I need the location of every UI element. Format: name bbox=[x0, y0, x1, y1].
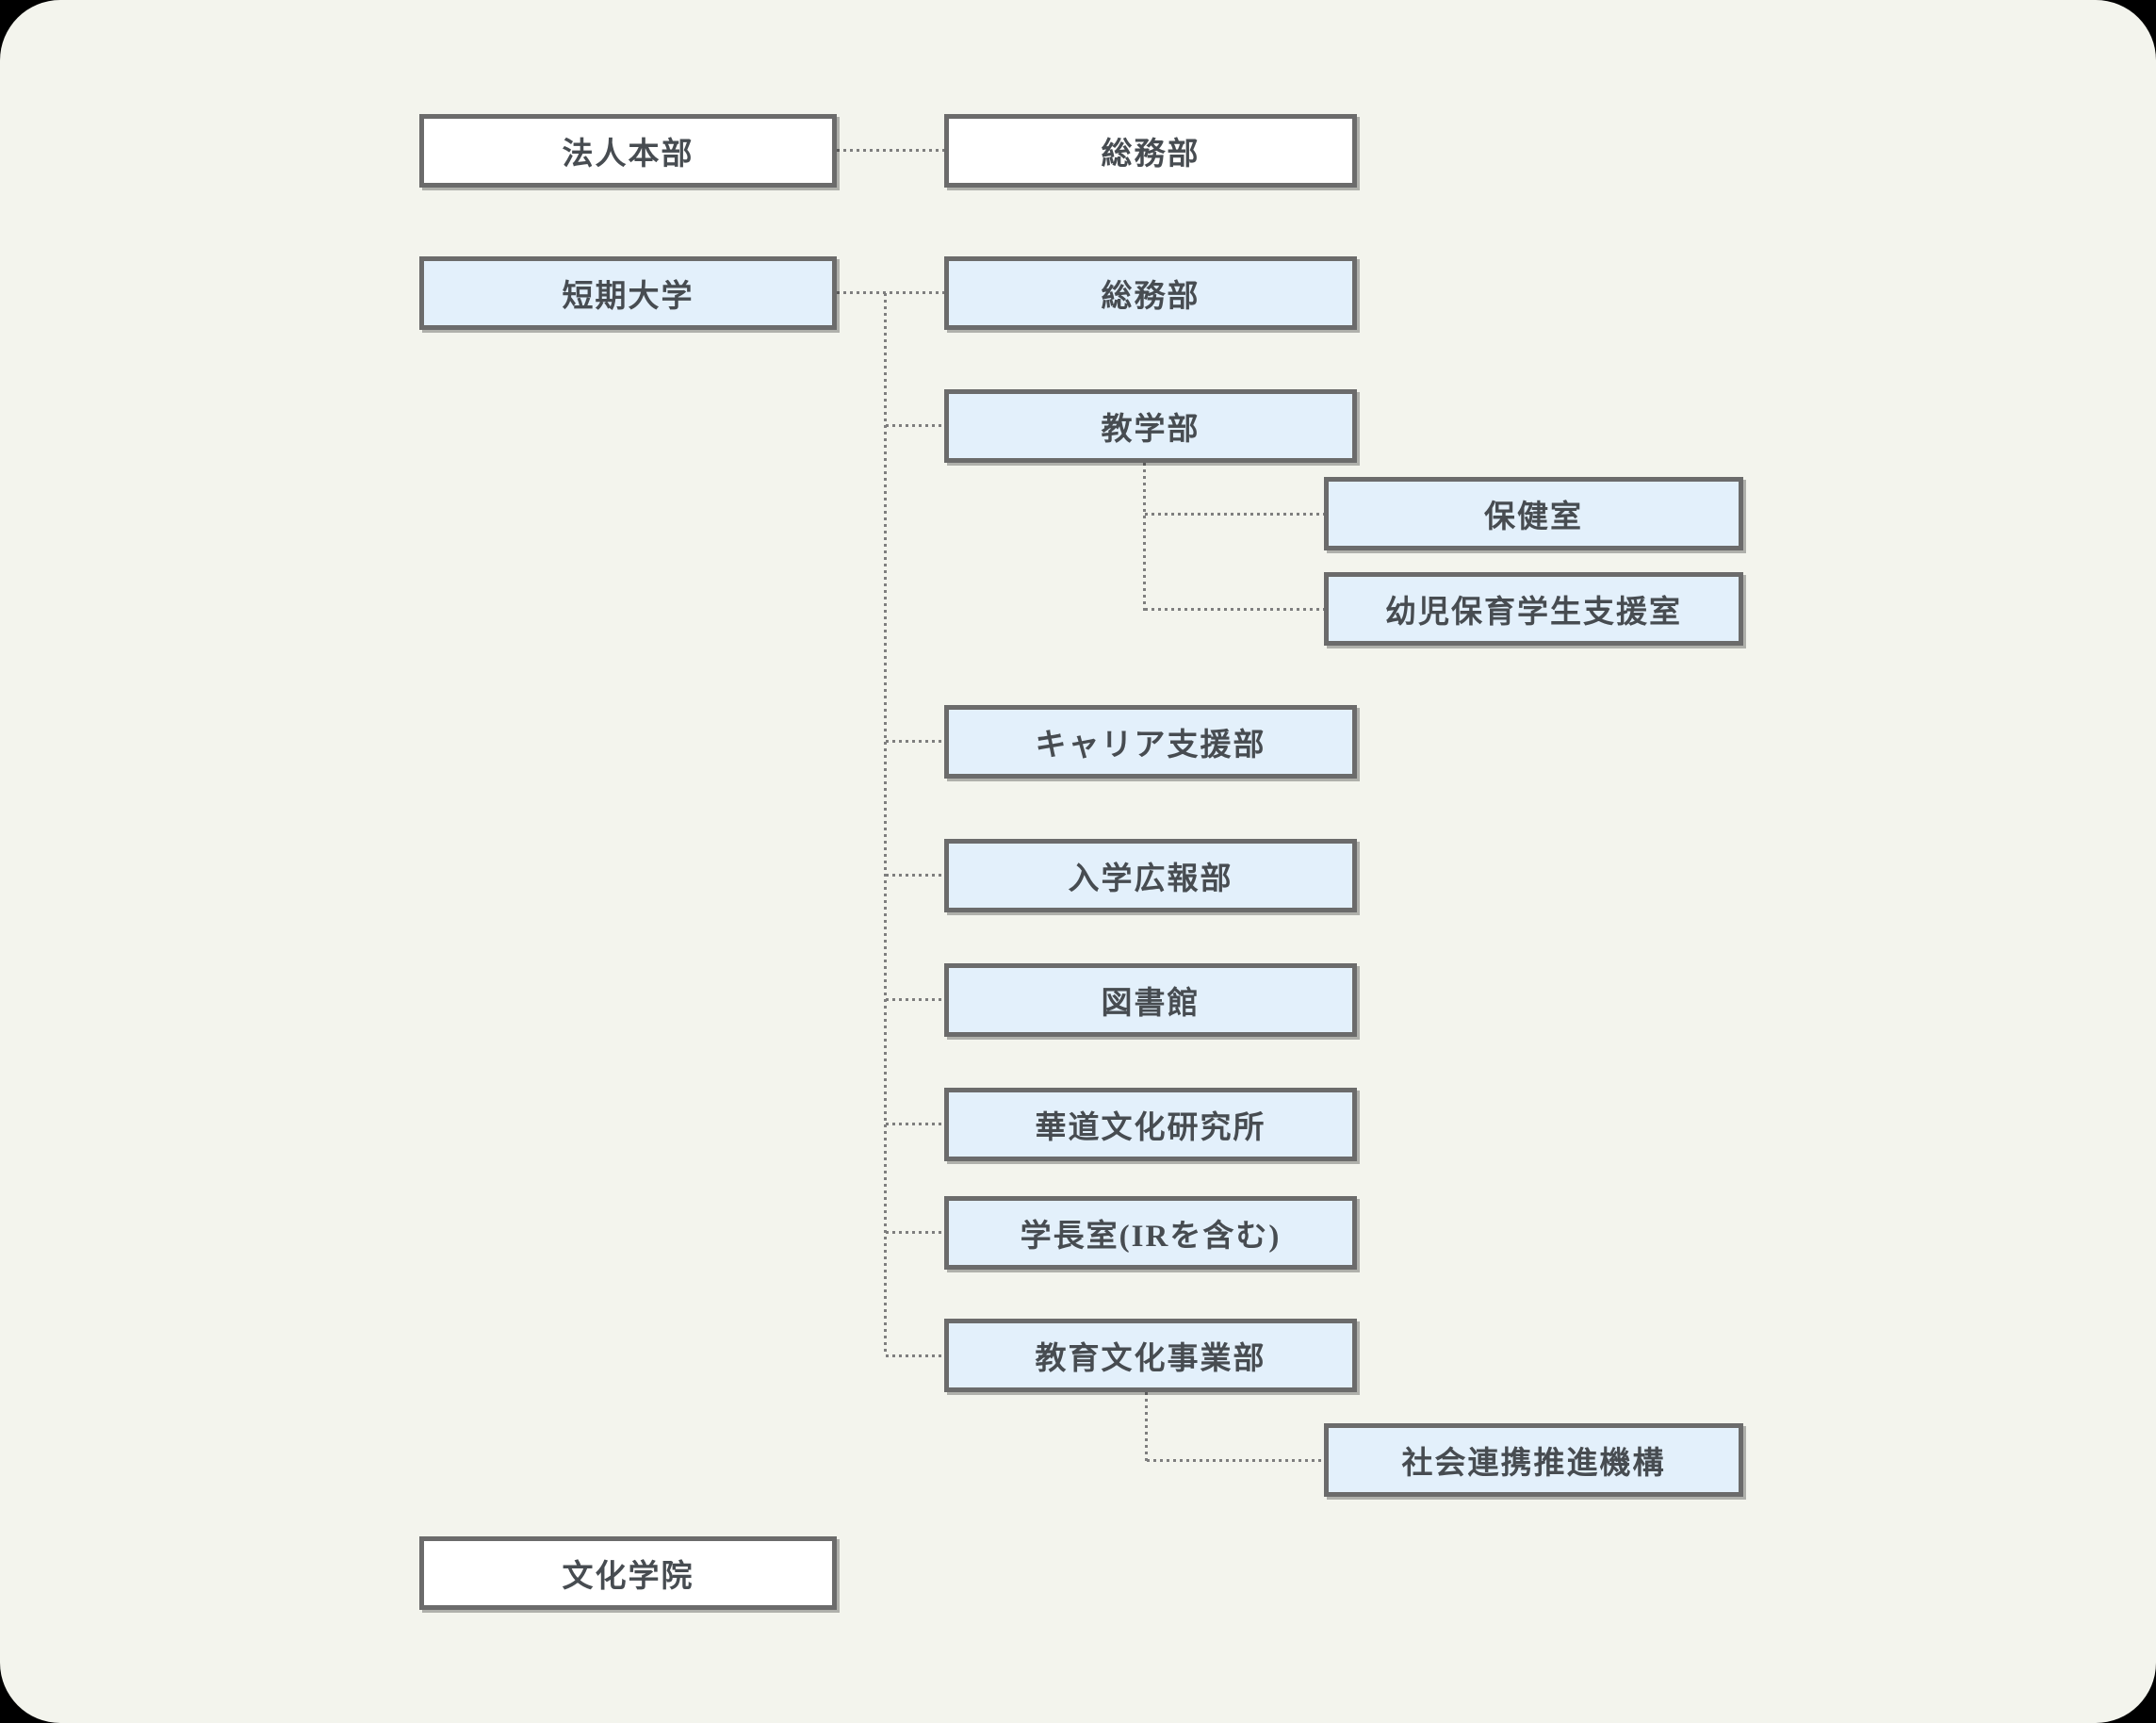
org-node-label: 法人本部 bbox=[562, 138, 694, 172]
org-node-academic-affairs: 教学部 bbox=[944, 389, 1357, 463]
connector-stub-career-support bbox=[886, 740, 944, 743]
org-node-label: キャリア支援部 bbox=[1035, 729, 1266, 763]
connector-stub-childcare-support bbox=[1145, 608, 1324, 611]
org-node-corporate-hq: 法人本部 bbox=[419, 114, 837, 188]
connector-stub-ikebana-research bbox=[886, 1123, 944, 1125]
org-node-label: 図書館 bbox=[1101, 987, 1200, 1021]
org-node-label: 教育文化事業部 bbox=[1035, 1342, 1266, 1376]
org-node-junior-college: 短期大学 bbox=[419, 256, 837, 330]
org-node-label: 社会連携推進機構 bbox=[1401, 1447, 1666, 1481]
connector-junior-college-branch bbox=[837, 291, 944, 294]
connector-subtrunk-education-culture bbox=[1145, 1392, 1148, 1462]
org-node-health-room: 保健室 bbox=[1324, 477, 1743, 550]
connector-trunk-junior-college bbox=[884, 293, 887, 1355]
org-node-label: 短期大学 bbox=[562, 280, 694, 314]
org-node-library: 図書館 bbox=[944, 963, 1357, 1037]
org-node-general-affairs-corporate: 総務部 bbox=[944, 114, 1357, 188]
org-node-childcare-student-support: 幼児保育学生支援室 bbox=[1324, 572, 1743, 646]
org-node-general-affairs-college: 総務部 bbox=[944, 256, 1357, 330]
org-node-ikebana-culture-research: 華道文化研究所 bbox=[944, 1088, 1357, 1161]
org-node-label: 学長室(IRを含む) bbox=[1020, 1220, 1282, 1254]
org-node-career-support: キャリア支援部 bbox=[944, 705, 1357, 779]
org-node-label: 幼児保育学生支援室 bbox=[1385, 596, 1682, 630]
org-node-social-collaboration: 社会連携推進機構 bbox=[1324, 1423, 1743, 1497]
org-node-label: 総務部 bbox=[1101, 138, 1200, 172]
connector-stub-health-room bbox=[1145, 513, 1324, 516]
org-node-label: 文化学院 bbox=[562, 1560, 694, 1594]
connector-corporate-to-general-affairs bbox=[837, 149, 944, 152]
connector-stub-social-collaboration bbox=[1147, 1459, 1324, 1462]
org-node-label: 総務部 bbox=[1101, 280, 1200, 314]
connector-stub-library bbox=[886, 998, 944, 1001]
connector-stub-education-culture bbox=[886, 1354, 944, 1357]
connector-stub-admissions-pr bbox=[886, 874, 944, 877]
org-node-education-culture-division: 教育文化事業部 bbox=[944, 1319, 1357, 1392]
org-node-label: 教学部 bbox=[1101, 413, 1200, 447]
org-node-presidents-office: 学長室(IRを含む) bbox=[944, 1196, 1357, 1270]
org-node-label: 保健室 bbox=[1484, 500, 1583, 534]
org-node-admissions-pr: 入学広報部 bbox=[944, 839, 1357, 912]
connector-stub-presidents-office bbox=[886, 1231, 944, 1234]
org-node-label: 入学広報部 bbox=[1068, 862, 1233, 896]
connector-subtrunk-academic-affairs bbox=[1143, 463, 1146, 611]
org-node-culture-academy: 文化学院 bbox=[419, 1536, 837, 1610]
org-node-label: 華道文化研究所 bbox=[1035, 1111, 1266, 1145]
connector-stub-academic-affairs bbox=[886, 424, 944, 427]
